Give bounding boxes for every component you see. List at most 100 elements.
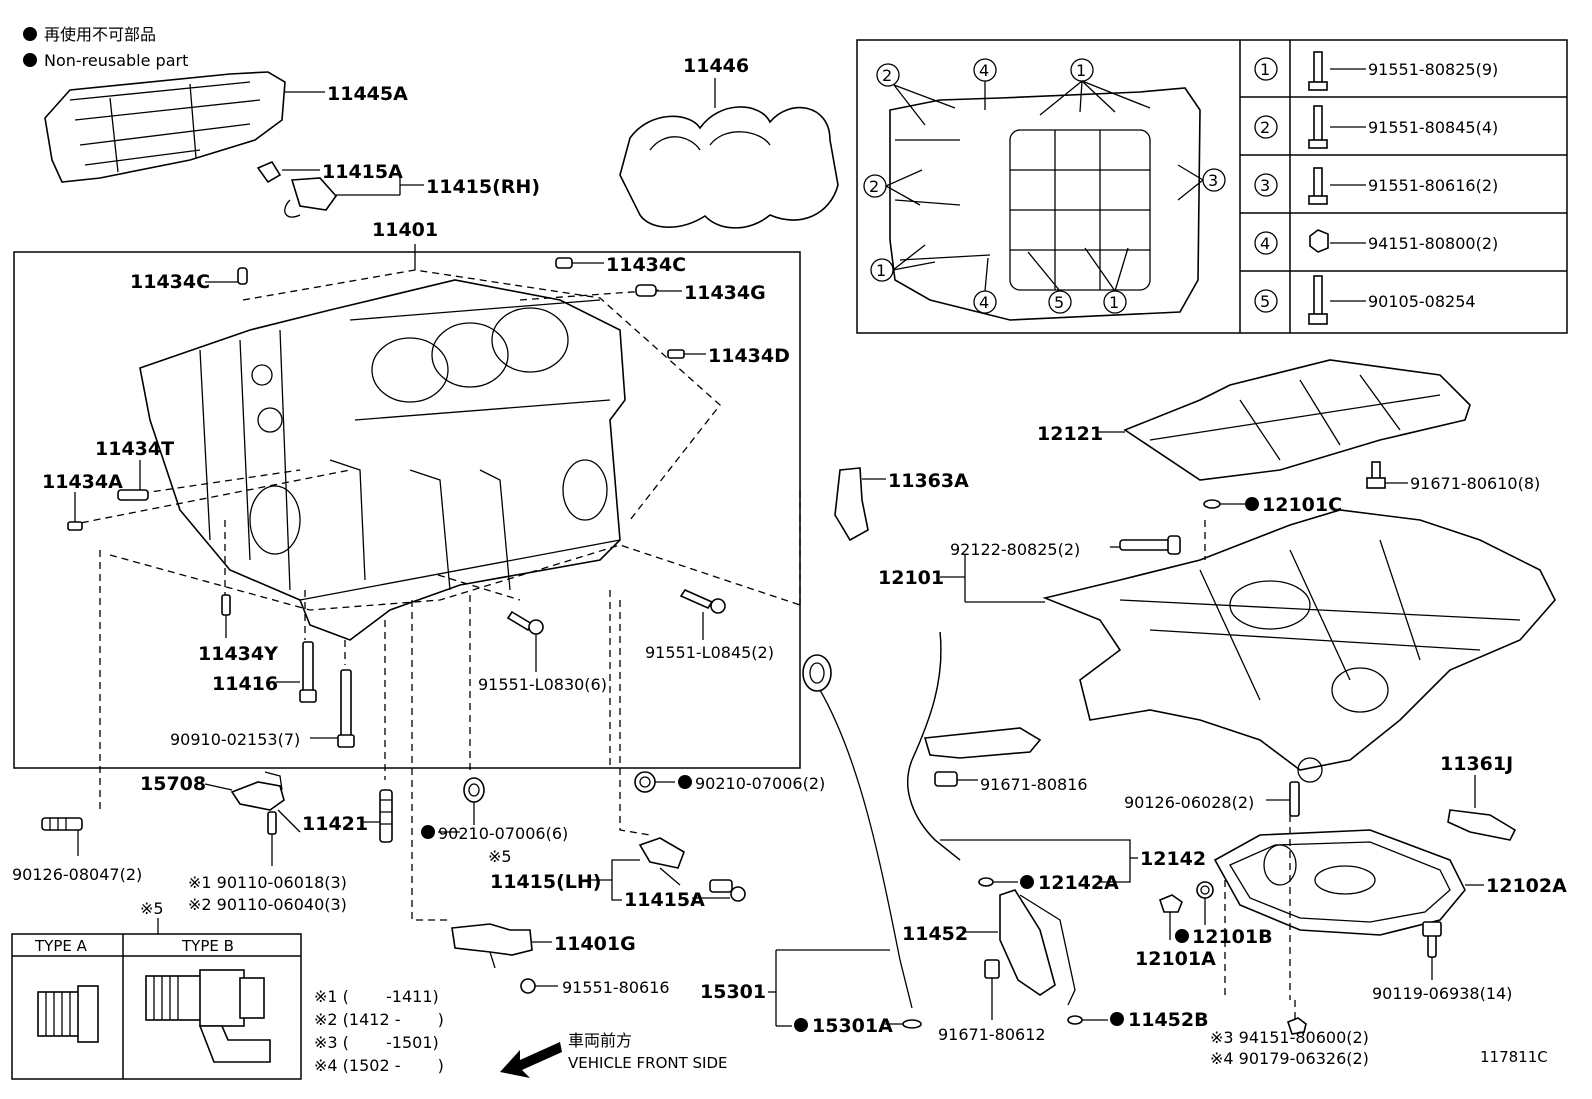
diagram-id: 117811C: [1480, 1048, 1548, 1066]
label-15301: 15301: [700, 981, 766, 1003]
svg-text:1: 1: [1109, 293, 1119, 312]
oil-pan-12101[interactable]: 92122-80825(2) 12101: [878, 509, 1556, 783]
label-94151-80600: ※3 94151-80600(2): [1210, 1028, 1369, 1047]
label-91551-L0830: 91551-L0830(6): [478, 675, 607, 694]
dipstick-15301[interactable]: 15301 15301A: [700, 654, 922, 1037]
label-11363A: 11363A: [888, 470, 969, 492]
non-reusable-bullet: [1245, 497, 1259, 511]
bolt-90119-06938[interactable]: 90119-06938(14): [1372, 921, 1512, 1003]
svg-text:2: 2: [869, 177, 879, 196]
label-11434C-right: 11434C: [606, 254, 686, 276]
svg-text:※3 ( -1501): ※3 ( -1501): [314, 1033, 439, 1052]
type-table: ※5 TYPE A TYPE B: [11, 899, 302, 1080]
svg-text:※4 (1502 - ): ※4 (1502 - ): [314, 1056, 444, 1075]
pin-11434Y[interactable]: 11434Y: [198, 594, 278, 665]
vehicle-front-indicator: 車両前方 VEHICLE FRONT SIDE: [500, 1031, 728, 1078]
cylinder-block-11401[interactable]: [139, 279, 626, 641]
front-arrow-icon: [500, 1042, 562, 1078]
gasket-90210-right[interactable]: 90210-07006(2): [634, 771, 825, 793]
svg-text:3: 3: [1208, 171, 1218, 190]
baffle-plate-12121[interactable]: 12121 91671-80610(8): [1037, 359, 1540, 493]
non-reusable-bullet: [794, 1018, 808, 1032]
stud-11421[interactable]: 11421: [302, 789, 393, 843]
label-11415RH: 11415(RH): [426, 176, 540, 198]
label-11415A-top: 11415A: [322, 161, 403, 183]
plug-12101A[interactable]: 12101A: [1135, 894, 1216, 970]
bolt-91551-L0830[interactable]: 91551-L0830(6): [478, 610, 607, 694]
label-90126-06028: 90126-06028(2): [1124, 793, 1254, 812]
pin-11434D[interactable]: 11434D: [667, 345, 790, 367]
bolt-location-inset: [856, 39, 1568, 334]
type-a-header: TYPE A: [34, 937, 88, 955]
stud-90126-08047[interactable]: 90126-08047(2): [12, 817, 142, 884]
pin-11434C-right[interactable]: 11434C: [555, 254, 686, 276]
bolt-91551-L0845[interactable]: 91551-L0845(2): [645, 588, 774, 662]
knock-sensor-11415-lh[interactable]: ※5 11415(LH) 11415A: [488, 837, 746, 911]
pin-11434G[interactable]: 11434G: [635, 282, 766, 304]
sensor-15708[interactable]: 15708: [140, 771, 301, 833]
svg-text:4: 4: [979, 293, 989, 312]
label-91671-80612: 91671-80612: [938, 1025, 1046, 1044]
label-11416: 11416: [212, 673, 278, 695]
svg-text:4: 4: [1260, 234, 1270, 253]
note-5b: ※5: [140, 899, 164, 918]
label-11452B: 11452B: [1128, 1009, 1209, 1031]
bolt-90110[interactable]: ※1 90110-06018(3) ※2 90110-06040(3): [188, 811, 347, 914]
cylinder-block-frame: [13, 251, 801, 769]
svg-text:2: 2: [1260, 118, 1270, 137]
stud-90126-06028[interactable]: 90126-06028(2): [1124, 781, 1300, 817]
label-11452: 11452: [902, 923, 968, 945]
svg-text:90105-08254: 90105-08254: [1368, 292, 1476, 311]
pin-11434T[interactable]: 11434T: [95, 438, 174, 501]
svg-text:※2 (1412 - ): ※2 (1412 - ): [314, 1010, 444, 1029]
label-90910: 90910-02153(7): [170, 730, 300, 749]
knock-sensor-11415-rh[interactable]: 11415A 11415(RH): [256, 160, 540, 218]
gasket-90210-left[interactable]: 90210-07006(6): [421, 777, 568, 843]
label-11401: 11401: [372, 219, 438, 241]
label-12121: 12121: [1037, 423, 1103, 445]
gauge-guide-12142[interactable]: 91671-80816 12142 12142A: [907, 631, 1206, 894]
guide-11452[interactable]: 11452 91671-80612 11452B: [902, 889, 1209, 1044]
label-11415A-bot: 11415A: [624, 889, 705, 911]
label-11446: 11446: [683, 55, 749, 77]
non-reusable-bullet: [1110, 1012, 1124, 1026]
label-90110-06018: ※1 90110-06018(3): [188, 873, 347, 892]
svg-text:4: 4: [979, 61, 989, 80]
oil-pan-lower-12102A[interactable]: 12102A: [1213, 829, 1567, 936]
label-12101A: 12101A: [1135, 948, 1216, 970]
label-91551-80616: 91551-80616: [562, 978, 670, 997]
label-11361J: 11361J: [1440, 753, 1513, 775]
nut-94151-80600[interactable]: ※3 94151-80600(2) ※4 90179-06326(2): [1210, 1017, 1369, 1068]
pin-11434C-left[interactable]: 11434C: [130, 267, 248, 293]
gasket-11446[interactable]: 11446: [619, 55, 839, 229]
gasket-12101B[interactable]: 12101B: [1175, 881, 1273, 948]
bracket-11363A[interactable]: 11363A: [834, 467, 969, 542]
label-12102A: 12102A: [1486, 875, 1567, 897]
svg-text:5: 5: [1260, 292, 1270, 311]
bolt-table: 1 91551-80825(9) 2 91551-80845(4) 3 9155…: [1239, 40, 1567, 333]
oring-12101C[interactable]: 12101C: [1203, 494, 1342, 516]
label-11434D: 11434D: [708, 345, 790, 367]
date-notes: ※1 ( -1411) ※2 (1412 - ) ※3 ( -1501) ※4 …: [314, 987, 444, 1075]
bracket-11361J[interactable]: 11361J: [1440, 753, 1517, 841]
svg-text:91551-80845(4): 91551-80845(4): [1368, 118, 1498, 137]
non-reusable-bullet: [421, 825, 435, 839]
pin-11434A[interactable]: 11434A: [42, 471, 123, 531]
front-jp: 車両前方: [568, 1031, 632, 1050]
type-b-header: TYPE B: [181, 937, 234, 955]
label-90210-left: 90210-07006(6): [438, 824, 568, 843]
label-11434A: 11434A: [42, 471, 123, 493]
label-12142A: 12142A: [1038, 872, 1119, 894]
bolt-90910-02153[interactable]: 90910-02153(7): [170, 669, 355, 749]
label-90110-06040: ※2 90110-06040(3): [188, 895, 347, 914]
fitting-11401G[interactable]: 11401G 91551-80616: [451, 923, 670, 997]
inset-callouts: 2 4 1 2 3 1 4 5 1: [863, 58, 1226, 314]
label-11434G: 11434G: [684, 282, 766, 304]
label-91671-80816: 91671-80816: [980, 775, 1088, 794]
bolt-11416[interactable]: 11416: [212, 641, 317, 703]
non-reusable-bullet: [678, 775, 692, 789]
bullet-icon: [23, 53, 37, 67]
insulator-11445A[interactable]: 11445A: [44, 71, 408, 183]
note-5a: ※5: [488, 847, 512, 866]
